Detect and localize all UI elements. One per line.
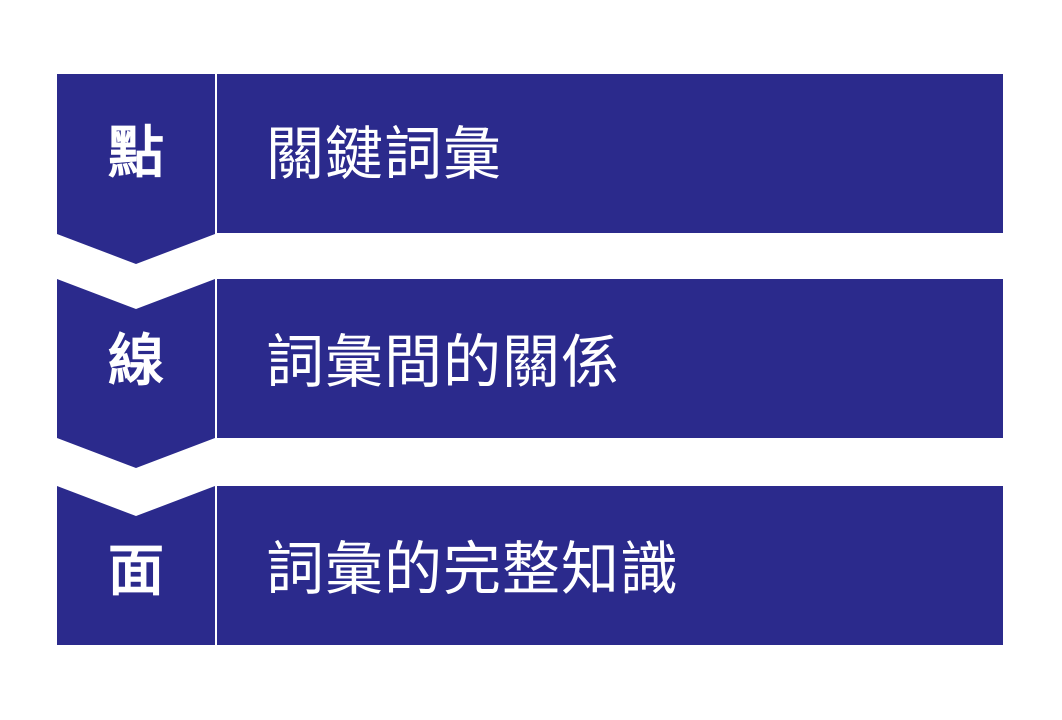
level-3-description: 詞彙的完整知識	[266, 534, 680, 603]
level-2-bar	[217, 279, 1003, 438]
level-2-description: 詞彙間的關係	[266, 327, 621, 396]
level-3-label: 面	[108, 538, 164, 604]
level-1-bar	[217, 74, 1003, 233]
level-1-description: 關鍵詞彙	[266, 119, 503, 188]
level-2-chevron	[57, 279, 215, 468]
level-1-label: 點	[108, 120, 164, 186]
level-2-label: 線	[108, 328, 164, 394]
level-1-chevron	[57, 74, 215, 264]
level-3-bar	[217, 486, 1003, 645]
